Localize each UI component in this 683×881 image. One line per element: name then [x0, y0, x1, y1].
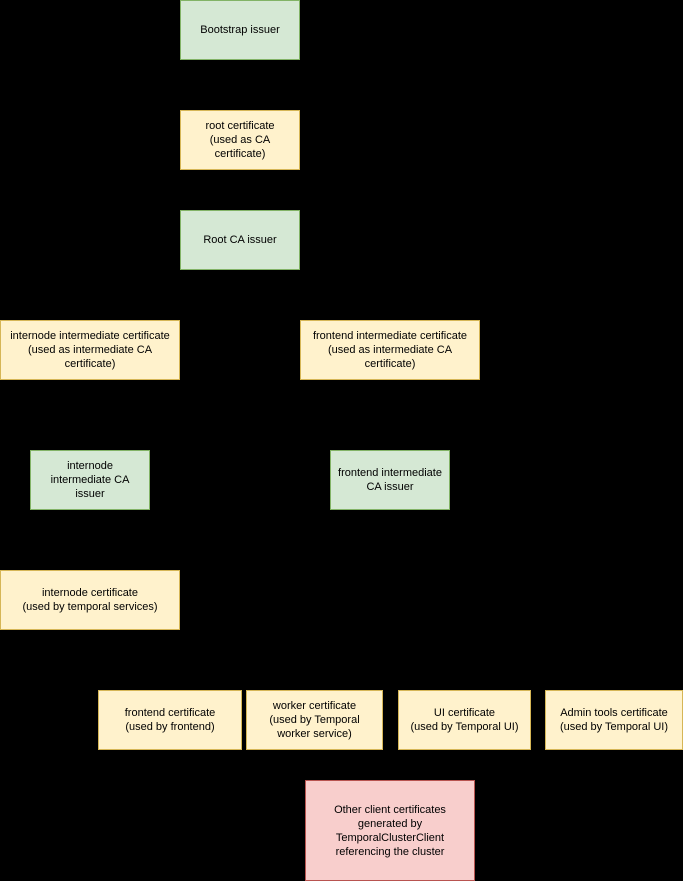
node-admin-tools-certificate[interactable]: Admin tools certificate (used by Tempora… [545, 690, 683, 750]
edge-frontend-intermediate-ca-issuer-to-frontend-certificate-seg2 [170, 600, 390, 601]
edge-internode-intermediate-ca-issuer-to-internode-certificate-arrowhead [86, 564, 94, 570]
edge-root-ca-issuer-to-frontend-intermediate-certificate-seg3 [390, 295, 391, 314]
node-internode-intermediate-certificate[interactable]: internode intermediate certificate (used… [0, 320, 180, 380]
node-other-client-certificates[interactable]: Other client certificates generated by T… [305, 780, 475, 881]
edge-bootstrap-issuer-to-root-certificate-arrowhead [236, 104, 244, 110]
edge-internode-intermediate-certificate-to-internode-intermediate-ca-issuer-arrowhead [86, 444, 94, 450]
edge-internode-intermediate-ca-issuer-to-internode-certificate [90, 510, 91, 564]
node-frontend-intermediate-ca-issuer[interactable]: frontend intermediate CA issuer [330, 450, 450, 510]
edge-frontend-intermediate-certificate-to-frontend-intermediate-ca-issuer-arrowhead [386, 444, 394, 450]
node-frontend-certificate[interactable]: frontend certificate (used by frontend) [98, 690, 242, 750]
node-internode-certificate[interactable]: internode certificate (used by temporal … [0, 570, 180, 630]
edge-frontend-intermediate-ca-issuer-to-frontend-certificate-seg3 [170, 600, 171, 684]
node-bootstrap-issuer[interactable]: Bootstrap issuer [180, 0, 300, 60]
edge-frontend-intermediate-ca-issuer-to-ui-certificate-arrowhead [461, 684, 469, 690]
edge-frontend-intermediate-certificate-to-frontend-intermediate-ca-issuer [390, 380, 391, 444]
edge-root-ca-issuer-to-frontend-intermediate-certificate-seg2 [240, 295, 390, 296]
edge-frontend-intermediate-ca-issuer-to-worker-certificate-seg2 [314, 600, 390, 601]
edge-frontend-intermediate-ca-issuer-to-ui-certificate-seg3 [465, 600, 466, 684]
edge-root-ca-issuer-to-internode-intermediate-certificate-seg2 [90, 295, 240, 296]
edge-root-ca-issuer-to-internode-intermediate-certificate-arrowhead [86, 314, 94, 320]
node-ui-certificate[interactable]: UI certificate (used by Temporal UI) [398, 690, 531, 750]
edge-frontend-intermediate-ca-issuer-to-worker-certificate-seg3 [315, 600, 316, 684]
edge-root-ca-issuer-to-internode-intermediate-certificate-seg3 [90, 295, 91, 314]
edge-bootstrap-issuer-to-root-certificate [240, 60, 241, 104]
edge-frontend-intermediate-ca-issuer-to-admin-tools-certificate-seg2 [390, 600, 614, 601]
edge-frontend-intermediate-ca-issuer-to-other-client-certificates-arrowhead [386, 774, 394, 780]
edge-frontend-intermediate-ca-issuer-to-admin-tools-certificate-arrowhead [610, 684, 618, 690]
edge-frontend-intermediate-ca-issuer-to-frontend-certificate-arrowhead [166, 684, 174, 690]
edge-frontend-intermediate-ca-issuer-to-admin-tools-certificate-seg3 [614, 600, 615, 684]
node-frontend-intermediate-certificate[interactable]: frontend intermediate certificate (used … [300, 320, 480, 380]
edge-root-ca-issuer-to-frontend-intermediate-certificate-arrowhead [386, 314, 394, 320]
node-root-ca-issuer[interactable]: Root CA issuer [180, 210, 300, 270]
edge-frontend-intermediate-ca-issuer-to-worker-certificate-arrowhead [311, 684, 319, 690]
edge-root-certificate-to-root-ca-issuer-arrowhead [236, 204, 244, 210]
edge-root-ca-issuer-to-frontend-intermediate-certificate-seg1 [240, 270, 241, 295]
node-worker-certificate[interactable]: worker certificate (used by Temporal wor… [246, 690, 383, 750]
edge-root-certificate-to-root-ca-issuer [240, 170, 241, 204]
node-root-certificate[interactable]: root certificate (used as CA certificate… [180, 110, 300, 170]
edge-internode-intermediate-certificate-to-internode-intermediate-ca-issuer [90, 380, 91, 444]
edge-frontend-intermediate-ca-issuer-to-other-client-certificates [390, 510, 391, 774]
node-internode-intermediate-ca-issuer[interactable]: internode intermediate CA issuer [30, 450, 150, 510]
